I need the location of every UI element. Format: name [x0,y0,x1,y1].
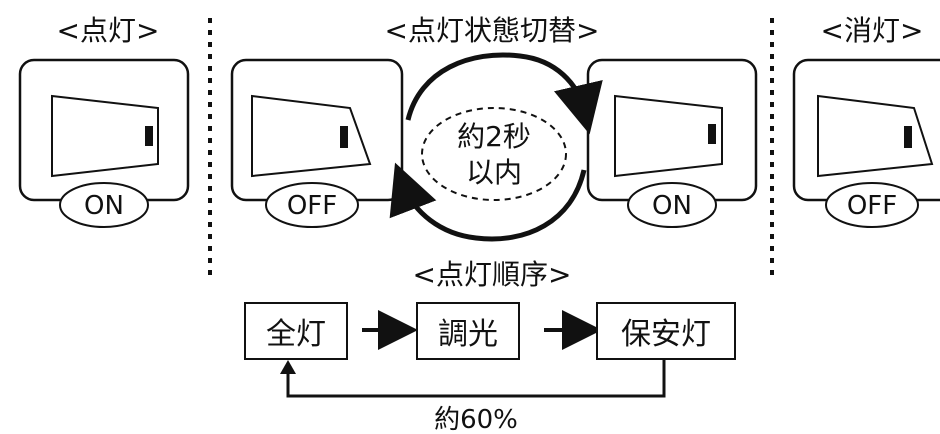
step-full-light: 全灯 [244,302,348,360]
panel-label-on: ON [652,191,692,221]
label-oval [59,182,149,228]
step-dimming: 調光 [416,302,520,360]
header-switching: <点灯状態切替> [385,14,600,47]
order-title: <点灯順序> [413,258,572,291]
label-oval [265,182,359,228]
switch-panel-on-state: ON [18,58,190,228]
header-on-state: <点灯> [57,14,160,47]
header-off-state: <消灯> [821,14,924,47]
indicator-dot-icon [708,124,716,144]
indicator-dot-icon [145,126,153,146]
switch-panel-switch-on: ON [586,58,758,228]
cycle-time-line2: 以内 [466,156,522,189]
label-oval [825,182,919,228]
switch-panel-off-state: OFF [792,58,940,228]
return-bracket [286,356,666,398]
return-percentage: 約60% [434,405,518,434]
arrow-up-icon [280,360,296,374]
cycle-center-oval [421,107,567,201]
panel-label-off: OFF [287,191,337,221]
cycle-arrows-icon [389,52,603,242]
step-safety-light: 保安灯 [596,302,736,360]
indicator-dot-icon [904,126,912,148]
cycle-time-line1: 約2秒 [457,120,531,153]
indicator-dot-icon [340,126,348,148]
panel-label-off: OFF [847,191,897,221]
panel-label-on: ON [84,191,124,221]
switch-panel-switch-off: OFF [230,58,404,228]
label-oval [627,182,717,228]
